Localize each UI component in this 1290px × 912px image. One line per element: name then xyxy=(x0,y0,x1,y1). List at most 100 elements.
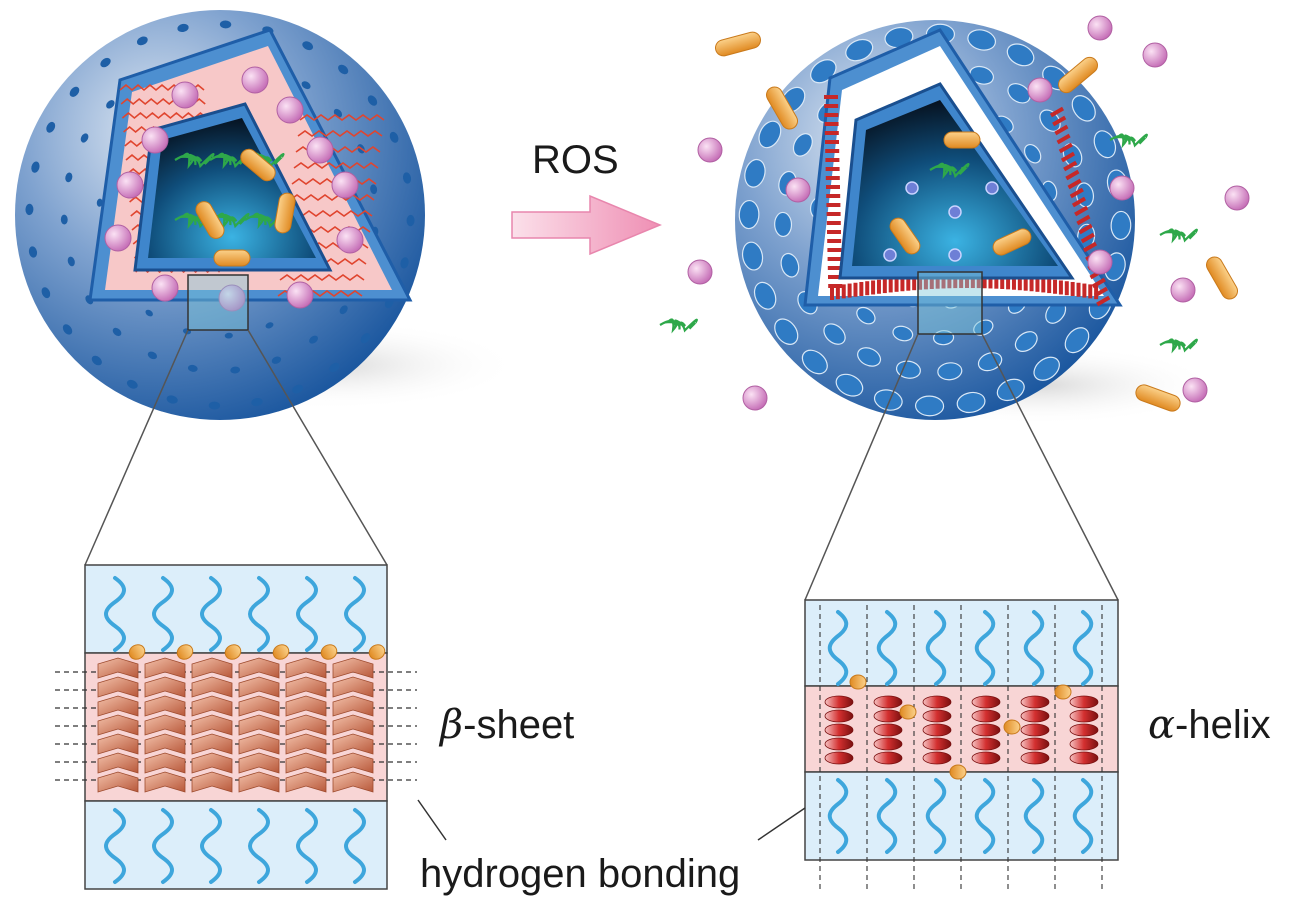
helix-turn xyxy=(922,709,952,723)
pore xyxy=(774,211,793,238)
red-stripe xyxy=(1041,278,1046,293)
red-stripe xyxy=(1060,151,1076,163)
linker xyxy=(128,644,146,660)
released-cargo xyxy=(659,15,1250,412)
red-stripe xyxy=(1053,279,1058,294)
helix-turn xyxy=(1020,751,1050,765)
capsule xyxy=(889,217,921,255)
shell-bead xyxy=(104,224,132,252)
red-stripe xyxy=(1069,187,1084,199)
released-bead xyxy=(1109,175,1135,201)
wave-top xyxy=(248,576,270,652)
released-bead xyxy=(697,137,723,163)
released-capsule xyxy=(1206,256,1238,300)
red-stripe xyxy=(888,278,893,293)
helix-turn xyxy=(873,695,903,709)
small-particle xyxy=(948,248,962,262)
sheet-arrow xyxy=(97,733,139,755)
red-stripe xyxy=(1054,124,1069,136)
linker xyxy=(176,644,194,660)
released-bead xyxy=(1224,185,1250,211)
red-stripe xyxy=(941,274,946,289)
wave-bottom xyxy=(104,808,126,884)
helix-turn xyxy=(1069,723,1099,737)
red-stripe xyxy=(1058,142,1073,154)
right-core-cargo xyxy=(883,131,1032,262)
sheet-arrow xyxy=(97,714,139,736)
capsule xyxy=(943,131,981,149)
pore xyxy=(106,100,115,109)
released-chain xyxy=(659,318,698,334)
sheet-arrow xyxy=(144,771,186,793)
helix-turn xyxy=(1069,709,1099,723)
red-stripe xyxy=(826,212,841,216)
helix-turn xyxy=(971,723,1001,737)
pore xyxy=(845,38,874,62)
red-stripe xyxy=(847,283,852,298)
red-stripe xyxy=(965,274,969,288)
red-stripe xyxy=(1035,277,1040,292)
sheet-arrow xyxy=(238,714,280,736)
pore xyxy=(914,395,945,417)
red-stripe xyxy=(1064,281,1069,296)
red-stripe xyxy=(828,275,842,279)
sheet-arrow xyxy=(191,733,233,755)
red-stripe xyxy=(826,221,841,225)
pore xyxy=(406,214,415,227)
capsule xyxy=(240,148,276,182)
red-stripe xyxy=(1082,241,1098,253)
red-stripe xyxy=(1052,115,1067,127)
red-stripe xyxy=(827,230,841,234)
wave-top xyxy=(152,576,174,652)
helix-turn xyxy=(922,695,952,709)
linker xyxy=(849,674,867,690)
red-stripe xyxy=(827,248,842,252)
linker xyxy=(1003,719,1021,735)
red-stripe xyxy=(828,284,843,288)
red-stripe xyxy=(994,274,999,289)
sheet-arrow xyxy=(285,733,327,755)
pore xyxy=(208,401,221,410)
shell-bead xyxy=(306,136,334,164)
red-stripe xyxy=(876,279,881,294)
pore xyxy=(1014,331,1038,353)
wave-bottom xyxy=(1072,778,1094,854)
helix-turn xyxy=(971,695,1001,709)
red-stripe xyxy=(982,274,987,289)
wave-top xyxy=(925,610,947,686)
sheet-arrow xyxy=(238,657,280,679)
pore xyxy=(301,81,311,90)
pore xyxy=(823,323,846,345)
red-stripe xyxy=(1049,106,1065,118)
pore xyxy=(28,246,38,258)
helix-turn xyxy=(971,709,1001,723)
pore xyxy=(967,29,997,51)
ros-label: ROS xyxy=(532,138,619,182)
red-stripe xyxy=(825,149,840,153)
zigzag-chain xyxy=(299,114,385,121)
pore xyxy=(126,379,138,389)
pore xyxy=(224,332,233,339)
wave-bottom xyxy=(1023,778,1045,854)
shell-bead xyxy=(218,284,246,312)
pore xyxy=(400,257,409,269)
red-stripe xyxy=(1078,223,1093,235)
helix-turn xyxy=(873,723,903,737)
pore xyxy=(309,335,318,344)
helix-turn xyxy=(873,751,903,765)
helix-turn xyxy=(1069,695,1099,709)
alpha-hbond-dashes xyxy=(819,605,1103,890)
red-stripe xyxy=(1076,282,1081,297)
sheet-arrow xyxy=(238,752,280,774)
pore xyxy=(738,199,760,230)
hbond-pointers xyxy=(417,799,806,841)
sheet-arrow xyxy=(332,695,374,717)
red-stripe xyxy=(1082,283,1087,298)
sheet-arrow xyxy=(97,752,139,774)
red-stripe xyxy=(1070,281,1075,296)
red-stripe xyxy=(1006,275,1011,290)
pore xyxy=(753,281,777,310)
wave-top xyxy=(974,610,996,686)
left-zoom-box xyxy=(187,274,249,331)
